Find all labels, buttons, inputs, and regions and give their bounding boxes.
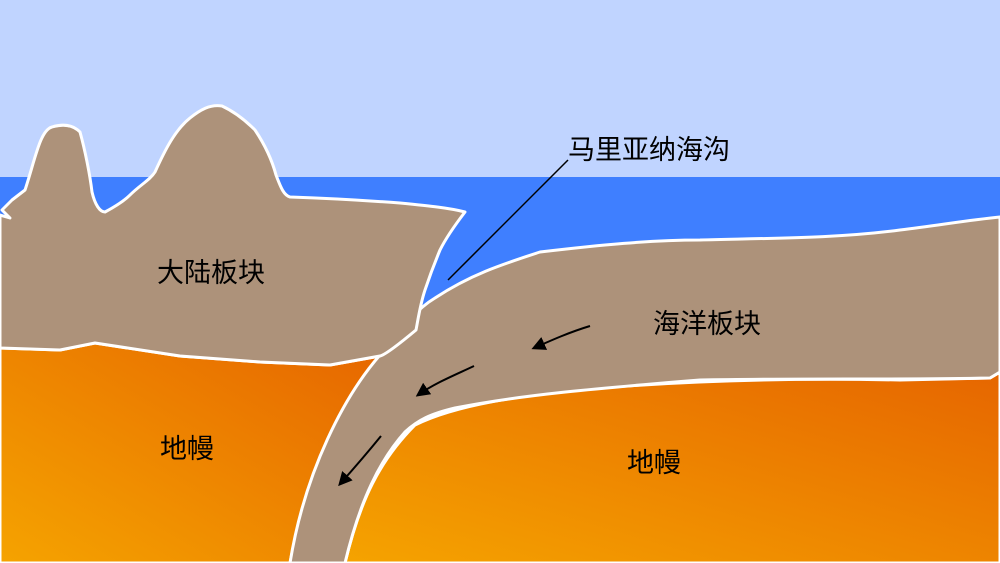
mantle-left-label: 地幔 [160,434,214,465]
mantle-right-label: 地幔 [627,448,681,479]
continental-plate-label: 大陆板块 [157,258,265,289]
trench-label: 马里亚纳海沟 [568,135,730,166]
motion-arrow-2 [415,365,475,397]
trench-leader-line [447,159,569,281]
motion-arrow-3 [338,435,382,487]
motion-arrow-1 [531,325,591,350]
continental-plate [0,104,467,367]
oceanic-plate-label: 海洋板块 [653,309,761,340]
